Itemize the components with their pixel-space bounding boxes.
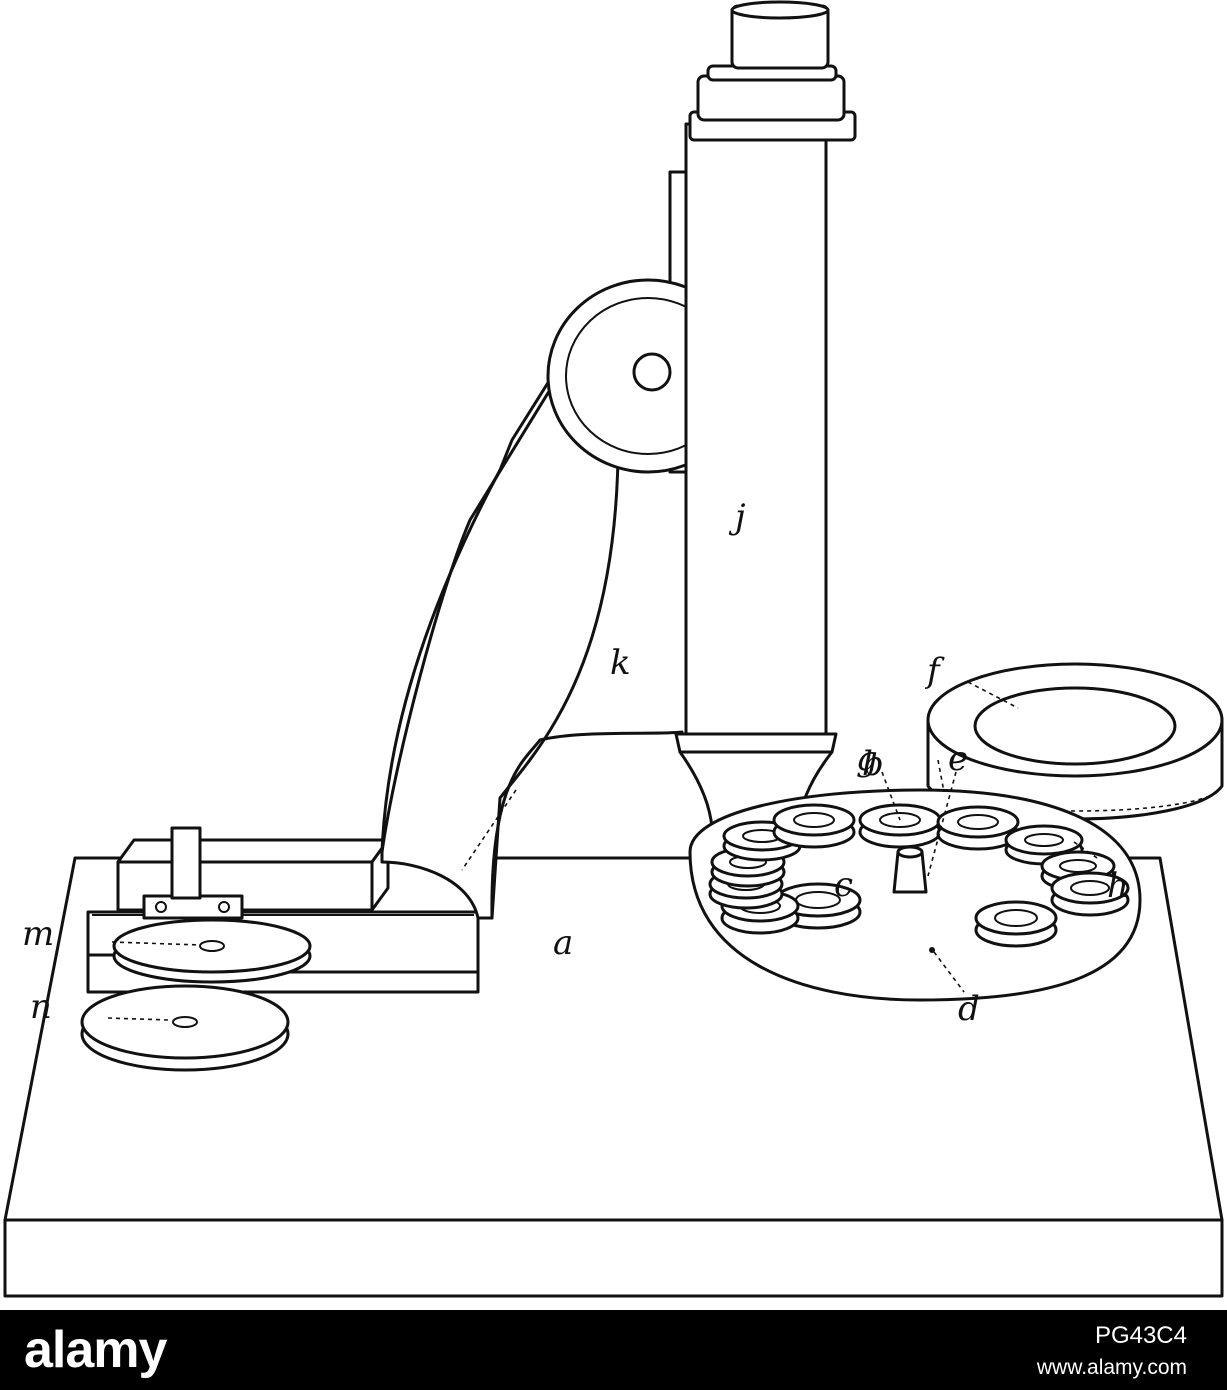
image-id: PG43C4 — [1094, 1322, 1187, 1349]
label-m: m — [22, 914, 54, 954]
disc-m — [112, 918, 312, 984]
leader-lines — [107, 681, 1101, 1021]
label-g: g — [856, 739, 878, 779]
watermark-footer: alamy PG43C4 www.alamy.com — [0, 1310, 1227, 1390]
microscope-diagram: a b c d e f g h j k m n — [3, 0, 1224, 1298]
cell-ring-group — [708, 803, 1130, 948]
label-e: e — [948, 739, 968, 779]
brand-logo: alamy — [24, 1321, 167, 1379]
stand-arm — [380, 298, 684, 920]
label-k: k — [610, 643, 631, 683]
label-h: h — [1107, 866, 1129, 906]
cell-turntable — [688, 788, 1142, 1002]
label-d: d — [958, 989, 980, 1029]
part-labels: a b c d e f g h j k m n — [22, 497, 1129, 1029]
label-n: n — [30, 987, 52, 1027]
label-a: a — [553, 923, 573, 963]
label-f: f — [924, 651, 945, 691]
center-post — [892, 845, 928, 894]
disc-n — [80, 984, 290, 1072]
label-b: b — [862, 744, 884, 784]
site-url: www.alamy.com — [1036, 1356, 1187, 1379]
turntable-pin-d — [929, 947, 935, 953]
label-c: c — [834, 865, 853, 905]
